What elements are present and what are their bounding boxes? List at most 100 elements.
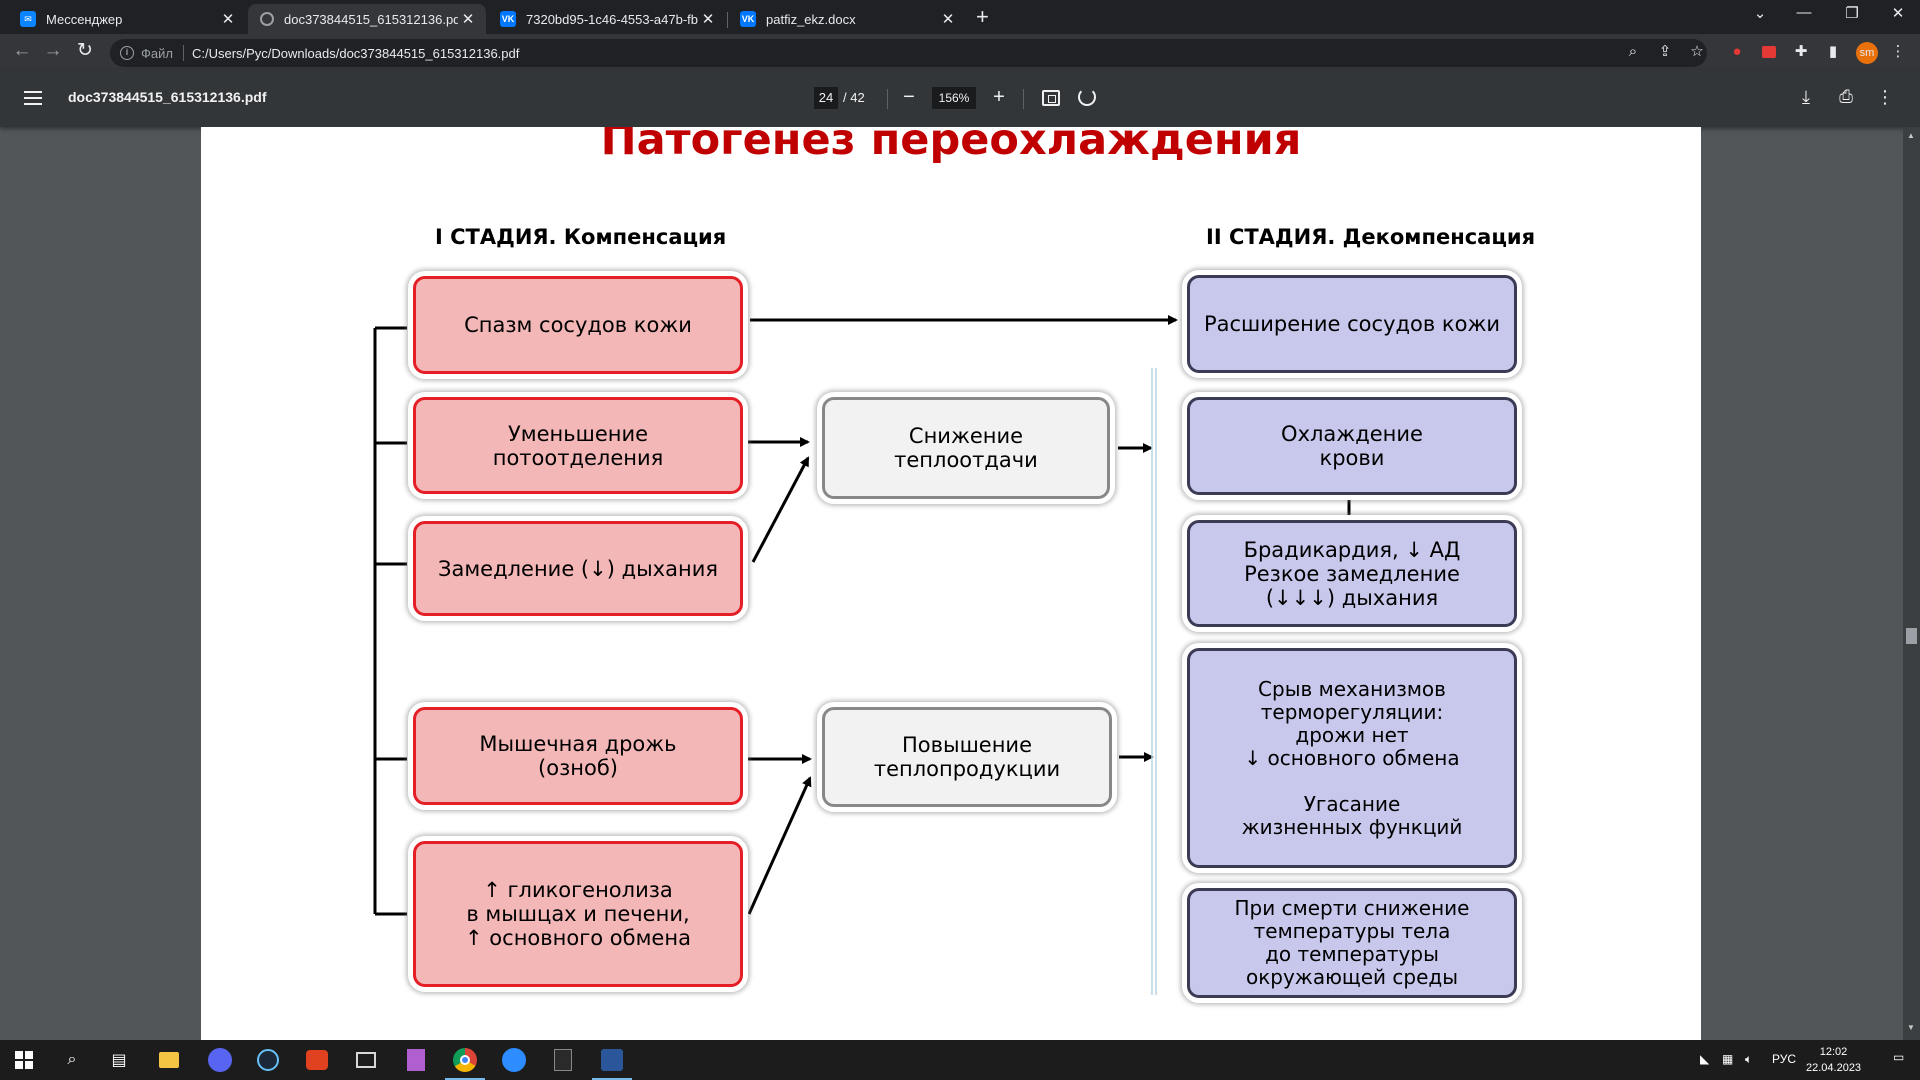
tab-pdf[interactable]: doc373844515_615312136.pdf ✕	[248, 4, 486, 34]
new-tab-button[interactable]: +	[976, 4, 989, 29]
box-bradycardia: Брадикардия, ↓ АД Резкое замедление (↓↓↓…	[1187, 520, 1517, 627]
minimize-icon[interactable]: —	[1796, 4, 1812, 21]
archive-app-icon[interactable]	[402, 1046, 430, 1074]
restore-icon[interactable]: ❐	[1845, 5, 1859, 22]
notifications-icon[interactable]: ▭	[1893, 1050, 1905, 1064]
vk-icon: VK	[500, 11, 516, 27]
scrollbar-thumb[interactable]	[1906, 628, 1917, 644]
tab-vk-docx[interactable]: VK patfiz_ekz.docx ✕	[728, 4, 966, 34]
tab-title: Мессенджер	[46, 11, 123, 27]
scroll-down-icon[interactable]: ▼	[1907, 1023, 1915, 1032]
search-icon[interactable]: ⌕	[67, 1051, 77, 1068]
box-skin-vessel-dilation: Расширение сосудов кожи	[1187, 275, 1517, 373]
arrow-breath-to-heatloss	[751, 456, 810, 563]
browser-toolbar: ← → ↻ i Файл C:/Users/Pyc/Downloads/doc3…	[0, 34, 1920, 70]
clock-time: 12:02	[1819, 1046, 1848, 1058]
chrome-icon[interactable]	[445, 1046, 485, 1080]
extensions-puzzle-icon[interactable]: ✚	[1794, 43, 1808, 60]
box-glycogenolysis: ↑ гликогенолиза в мышцах и печени, ↑ осн…	[413, 841, 743, 987]
extension-video-icon[interactable]	[1759, 42, 1779, 62]
pdf-file-name: doc373844515_615312136.pdf	[68, 89, 267, 105]
download-icon[interactable]: ⤓	[1802, 87, 1810, 107]
tab-messenger[interactable]: ✉ Мессенджер ✕	[8, 4, 246, 34]
side-panel-icon[interactable]: ▮	[1828, 43, 1838, 60]
box-slowed-breathing: Замедление (↓) дыхания	[413, 521, 743, 616]
battery-monitor-icon[interactable]: ▦	[1722, 1052, 1734, 1066]
zoom-app-icon[interactable]	[500, 1046, 528, 1074]
messenger-icon: ✉	[20, 11, 36, 27]
language-indicator[interactable]: РУС	[1772, 1052, 1797, 1066]
arrow-glyco-to-heatprod	[747, 776, 812, 915]
file-explorer-icon[interactable]	[155, 1046, 183, 1074]
pdf-toolbar: doc373844515_615312136.pdf 24 / 42 − 156…	[0, 70, 1920, 127]
steam-icon[interactable]	[254, 1046, 282, 1074]
toolbar-divider	[1023, 89, 1024, 109]
reload-icon[interactable]: ↻	[77, 40, 93, 61]
share-icon[interactable]: ⇪	[1658, 43, 1672, 60]
box-reduced-sweating: Уменьшение потоотделения	[413, 397, 743, 494]
box-skin-vessel-spasm: Спазм сосудов кожи	[413, 276, 743, 374]
box-death-temperature: При смерти снижение температуры тела до …	[1187, 888, 1517, 998]
page-total: / 42	[843, 90, 865, 105]
more-options-icon[interactable]: ⋮	[1876, 87, 1894, 107]
slide-title: Патогенез переохлаждения	[600, 127, 1302, 165]
profile-avatar[interactable]: sm	[1856, 42, 1878, 64]
scroll-up-icon[interactable]: ▲	[1907, 131, 1915, 140]
menu-hamburger-icon[interactable]	[24, 91, 42, 105]
system-clock[interactable]: 12:02 22.04.2023	[1806, 1044, 1861, 1076]
rotate-icon[interactable]	[1078, 88, 1096, 106]
tab-separator	[727, 12, 728, 28]
back-icon[interactable]: ←	[12, 40, 32, 61]
game-launcher-icon[interactable]	[303, 1046, 331, 1074]
forward-icon[interactable]: →	[43, 40, 63, 61]
tab-title: doc373844515_615312136.pdf	[284, 11, 458, 27]
task-view-icon[interactable]: ▤	[111, 1052, 127, 1069]
address-url[interactable]: C:/Users/Pyc/Downloads/doc373844515_6153…	[191, 45, 520, 61]
stage1-title: I СТАДИЯ. Компенсация	[435, 225, 727, 249]
address-scheme: Файл	[141, 45, 173, 61]
stage2-title: II СТАДИЯ. Декомпенсация	[1206, 225, 1536, 249]
info-icon[interactable]: i	[120, 46, 134, 60]
extension-red-icon[interactable]: ●	[1732, 43, 1742, 60]
zoom-in-icon[interactable]: +	[993, 86, 1005, 108]
word-icon[interactable]	[592, 1046, 632, 1080]
browser-tab-strip: ✉ Мессенджер ✕ doc373844515_615312136.pd…	[0, 0, 1920, 34]
address-bar[interactable]: i Файл C:/Users/Pyc/Downloads/doc3738445…	[110, 39, 1707, 67]
app-monitor-icon[interactable]	[352, 1046, 380, 1074]
windows-start-icon[interactable]	[10, 1046, 38, 1074]
page-number-input[interactable]: 24	[814, 87, 838, 109]
box-increased-heat-production: Повышение теплопродукции	[822, 707, 1112, 807]
epic-games-icon[interactable]	[549, 1046, 577, 1074]
pdf-page: Патогенез переохлаждения I СТАДИЯ. Компе…	[201, 127, 1701, 1040]
windows-taskbar: ⌕ ▤ ◣ ▦ 🔈︎ РУС 12:02 22.04.2023 ▭	[0, 1040, 1920, 1080]
address-divider	[182, 45, 184, 61]
discord-icon[interactable]	[206, 1046, 234, 1074]
close-window-icon[interactable]: ✕	[1891, 5, 1905, 22]
network-icon[interactable]: ◣	[1700, 1052, 1710, 1066]
close-tab-icon[interactable]: ✕	[701, 11, 715, 28]
tab-search-icon[interactable]: ⌄	[1753, 5, 1767, 22]
close-tab-icon[interactable]: ✕	[941, 11, 955, 28]
box-blood-cooling: Охлаждение крови	[1187, 397, 1517, 495]
box-reduced-heat-loss: Снижение теплоотдачи	[822, 397, 1110, 499]
vk-icon: VK	[740, 11, 756, 27]
zoom-level-input[interactable]: 156%	[932, 87, 976, 109]
close-tab-icon[interactable]: ✕	[221, 11, 235, 28]
zoom-icon[interactable]: ⌕	[1628, 43, 1638, 60]
bookmark-star-icon[interactable]: ☆	[1690, 43, 1704, 60]
box-muscle-shivering: Мышечная дрожь (озноб)	[413, 707, 743, 805]
box-thermoregulation-failure: Срыв механизмов терморегуляции: дрожи не…	[1187, 648, 1517, 868]
toolbar-divider	[887, 89, 888, 109]
vertical-scrollbar[interactable]: ▲ ▼	[1903, 127, 1920, 1040]
print-icon[interactable]: ⎙	[1839, 87, 1853, 106]
tab-vk-image[interactable]: VK 7320bd95-1c46-4553-a47b-fba0 ✕	[488, 4, 726, 34]
tab-title: 7320bd95-1c46-4553-a47b-fba0	[526, 11, 698, 27]
tab-title: patfiz_ekz.docx	[766, 11, 856, 27]
globe-icon	[260, 12, 274, 26]
volume-icon[interactable]: 🔈︎	[1745, 1052, 1753, 1066]
close-tab-icon[interactable]: ✕	[461, 11, 475, 28]
zoom-out-icon[interactable]: −	[903, 86, 915, 108]
clock-date: 22.04.2023	[1806, 1062, 1862, 1074]
fit-page-icon[interactable]	[1042, 90, 1060, 106]
browser-menu-icon[interactable]: ⋮	[1890, 43, 1906, 60]
